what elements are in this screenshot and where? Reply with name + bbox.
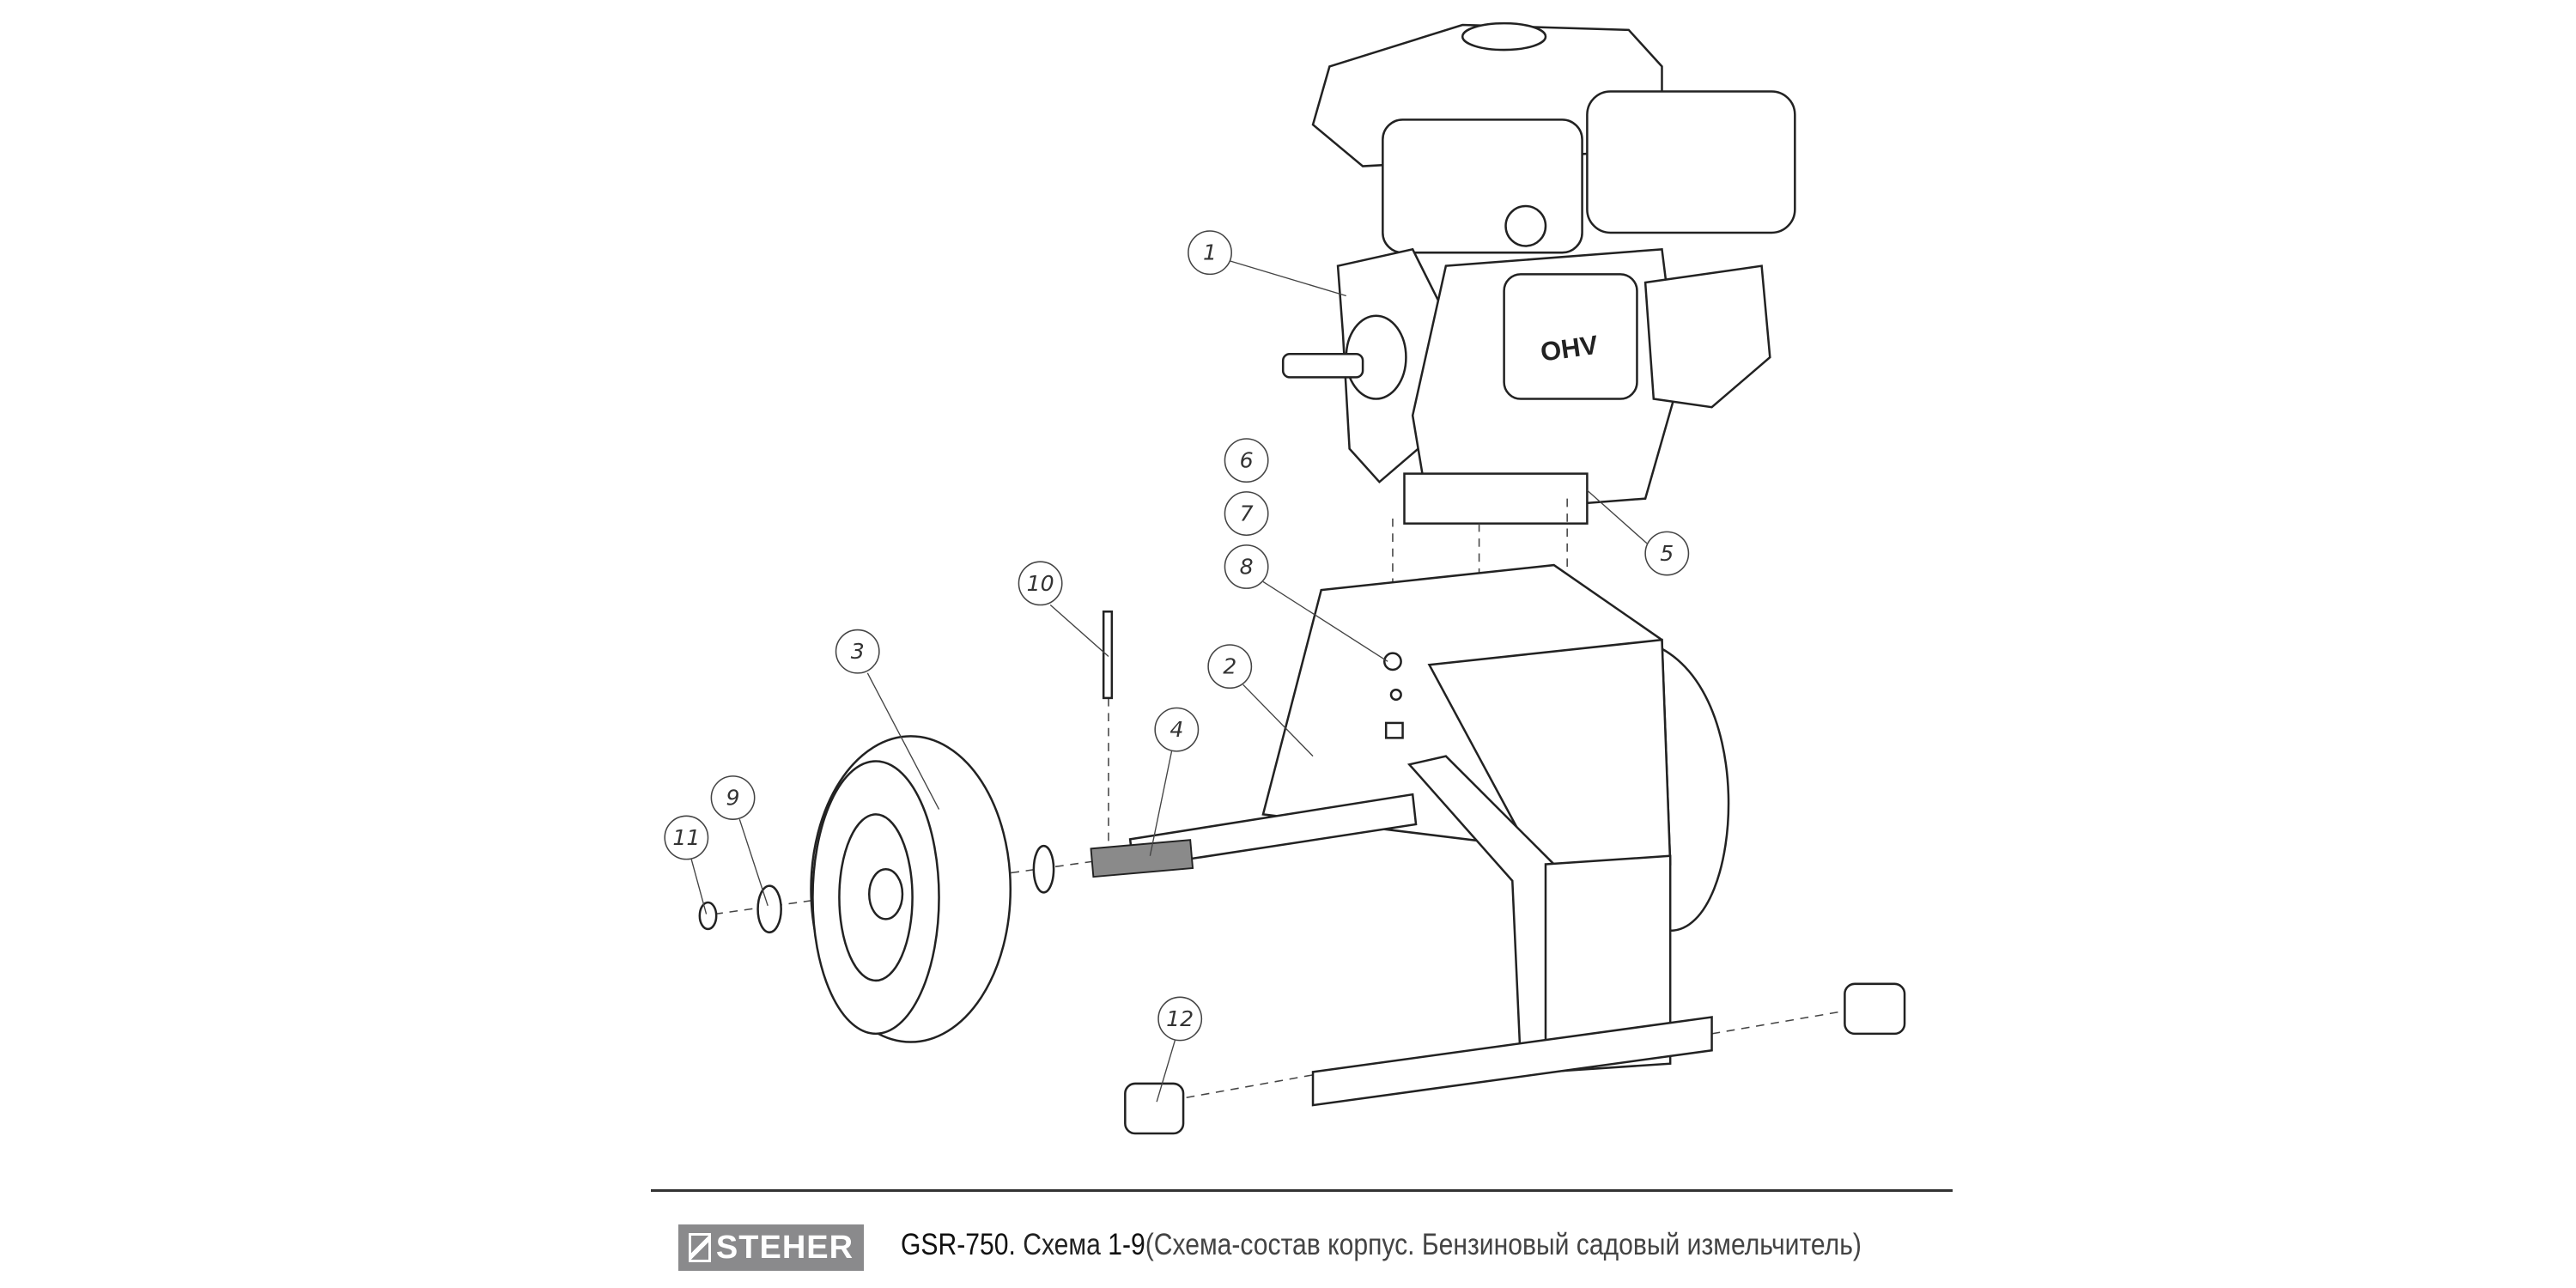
svg-text:11: 11 [672,825,700,850]
callout-8: 8 [1224,544,1269,589]
callout-6: 6 [1224,438,1269,483]
callout-3: 3 [835,629,880,674]
svg-text:12: 12 [1166,1006,1194,1031]
svg-text:1: 1 [1203,240,1217,265]
svg-text:4: 4 [1170,717,1183,742]
callout-7: 7 [1224,491,1269,536]
wheel [698,735,1055,1043]
svg-text:3: 3 [851,639,865,664]
svg-text:7: 7 [1240,501,1254,526]
svg-text:9: 9 [726,786,740,811]
scheme-number: 1-9 [1108,1228,1145,1261]
model-name: GSR-750. [901,1228,1016,1261]
steher-logo-mark-icon [688,1233,711,1262]
svg-text:8: 8 [1240,555,1254,580]
cotter-pin [1102,611,1114,700]
diagram-caption: GSR-750. Схема 1-9(Схема-состав корпус. … [901,1228,1862,1262]
end-cap-left [1124,1082,1185,1135]
callout-10: 10 [1018,561,1063,606]
leader-lines [690,260,1648,1103]
callout-5: 5 [1644,531,1690,576]
callout-1: 1 [1188,230,1232,276]
engine: OHV [1281,21,1796,525]
svg-text:5: 5 [1660,541,1674,566]
callout-12: 12 [1157,996,1203,1042]
callout-11: 11 [664,815,709,860]
svg-text:10: 10 [1027,571,1054,596]
brand-name: STEHER [715,1229,854,1266]
footer-divider [651,1189,1953,1192]
callout-4: 4 [1154,707,1200,752]
end-cap-right [1844,982,1906,1036]
callout-2: 2 [1207,644,1253,690]
frame [1090,563,1730,1107]
steher-logo: STEHER [678,1224,864,1271]
scheme-word: Схема [1023,1228,1101,1261]
callout-9: 9 [710,775,756,820]
scheme-description: (Схема-состав корпус. Бензиновый садовый… [1145,1228,1862,1261]
svg-text:2: 2 [1223,654,1236,679]
svg-text:6: 6 [1240,448,1254,473]
